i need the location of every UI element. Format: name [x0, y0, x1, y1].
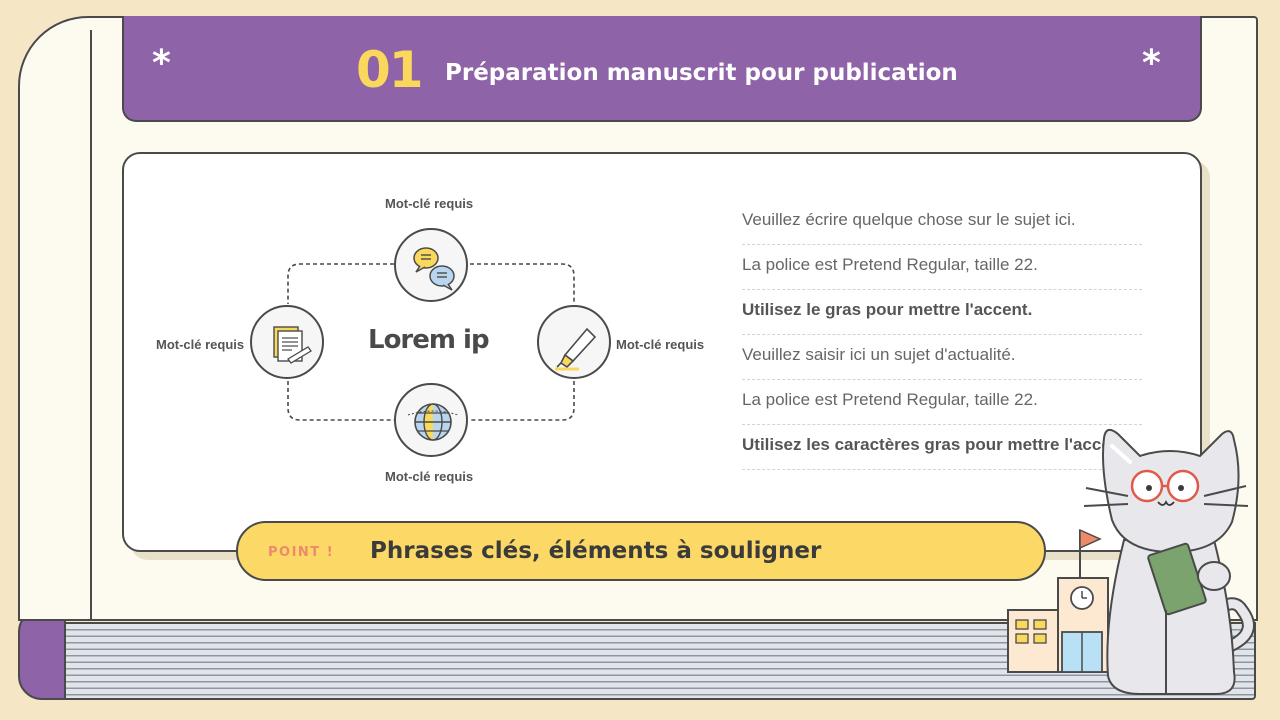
- keyword-bottom: Mot-clé requis: [385, 469, 474, 484]
- section-number: 01: [356, 41, 424, 99]
- list-item: La police est Pretend Regular, taille 22…: [742, 380, 1142, 425]
- documents-icon: [273, 326, 312, 364]
- list-item: Utilisez le gras pour mettre l'accent.: [742, 290, 1142, 335]
- highlighter-icon: [555, 327, 597, 371]
- school-building-icon: [1007, 528, 1109, 673]
- node-right: [537, 305, 611, 379]
- chat-bubbles-icon: [413, 247, 455, 291]
- diagram-center-title: Lorem ip: [368, 325, 490, 355]
- globe-icon: [407, 403, 459, 441]
- node-top: [394, 228, 468, 302]
- list-item: Veuillez écrire quelque chose sur le suj…: [742, 200, 1142, 245]
- point-label: POINT !: [268, 545, 335, 560]
- node-bottom: [394, 383, 468, 457]
- list-item: Veuillez saisir ici un sujet d'actualité…: [742, 335, 1142, 380]
- key-point-text: Phrases clés, éléments à souligner: [370, 538, 822, 564]
- page-title: Préparation manuscrit pour publication: [445, 60, 958, 86]
- keyword-left: Mot-clé requis: [156, 337, 245, 352]
- header-banner: [122, 16, 1202, 122]
- asterisk-left-icon: *: [152, 43, 171, 84]
- list-item: La police est Pretend Regular, taille 22…: [742, 245, 1142, 290]
- list-item: Utilisez les caractères gras pour mettre…: [742, 425, 1142, 470]
- key-point-bar: [236, 521, 1046, 581]
- page-margin-line: [90, 30, 92, 620]
- node-left: [250, 305, 324, 379]
- book-spine: [18, 608, 66, 700]
- keyword-right: Mot-clé requis: [616, 337, 705, 352]
- asterisk-right-icon: *: [1142, 43, 1161, 84]
- text-list: Veuillez écrire quelque chose sur le suj…: [742, 200, 1142, 470]
- keyword-top: Mot-clé requis: [385, 196, 474, 211]
- cat-character-icon: [1083, 428, 1255, 695]
